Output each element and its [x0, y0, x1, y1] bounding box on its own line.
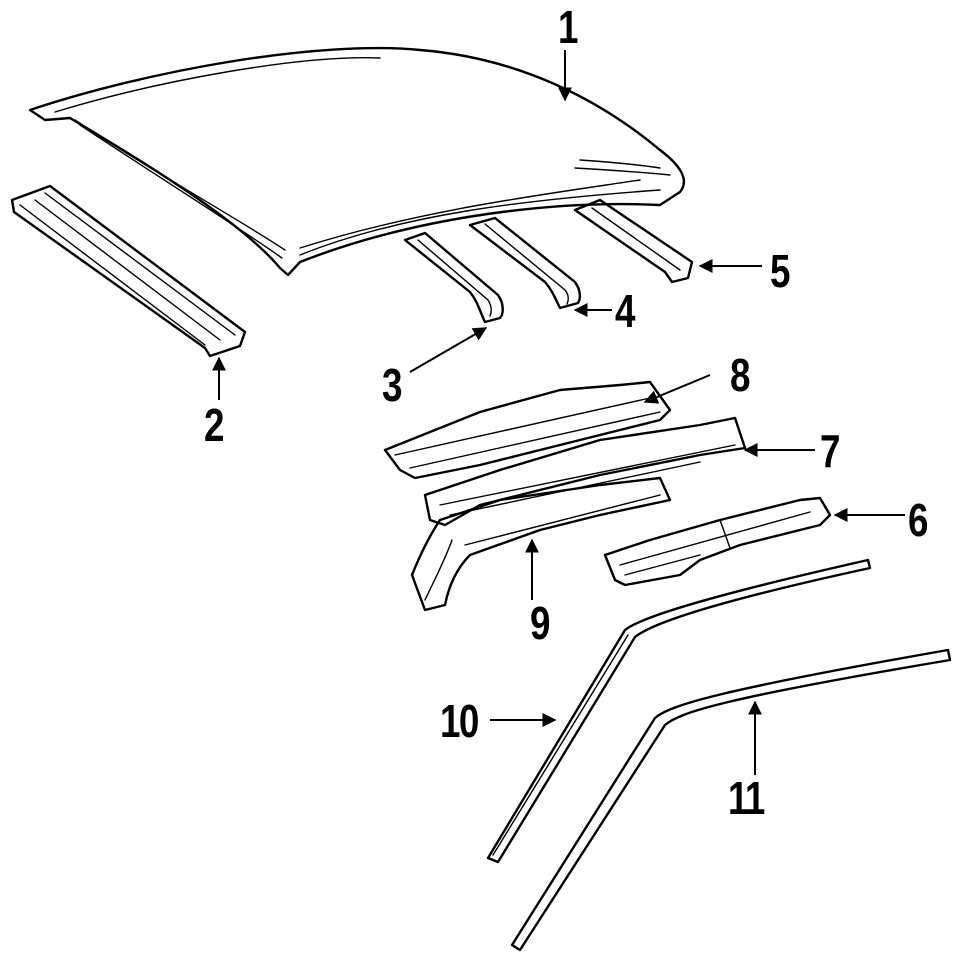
callout-7: 7: [820, 425, 840, 477]
windshield-pillar-rail: [410, 476, 672, 612]
callout-11: 11: [728, 772, 765, 824]
leader-lines: [212, 50, 905, 775]
callout-4: 4: [615, 285, 635, 337]
roof-bow-center: [468, 216, 582, 310]
callout-10: 10: [440, 695, 479, 747]
roof-panel: [28, 46, 686, 277]
roof-bow-front: [403, 231, 504, 324]
callout-6: 6: [908, 494, 928, 546]
callout-9: 9: [530, 597, 550, 649]
weatherstrip: [510, 648, 952, 952]
outer-side-rail: [383, 380, 672, 480]
callout-5: 5: [770, 245, 790, 297]
callout-8: 8: [730, 349, 750, 401]
drip-molding: [486, 558, 872, 864]
callout-2: 2: [204, 399, 224, 451]
callout-3: 3: [382, 359, 402, 411]
roof-bow-rear: [573, 198, 694, 284]
rear-rail-reinforcement: [603, 496, 832, 587]
callout-1: 1: [558, 1, 578, 53]
front-header-panel: [10, 184, 247, 358]
